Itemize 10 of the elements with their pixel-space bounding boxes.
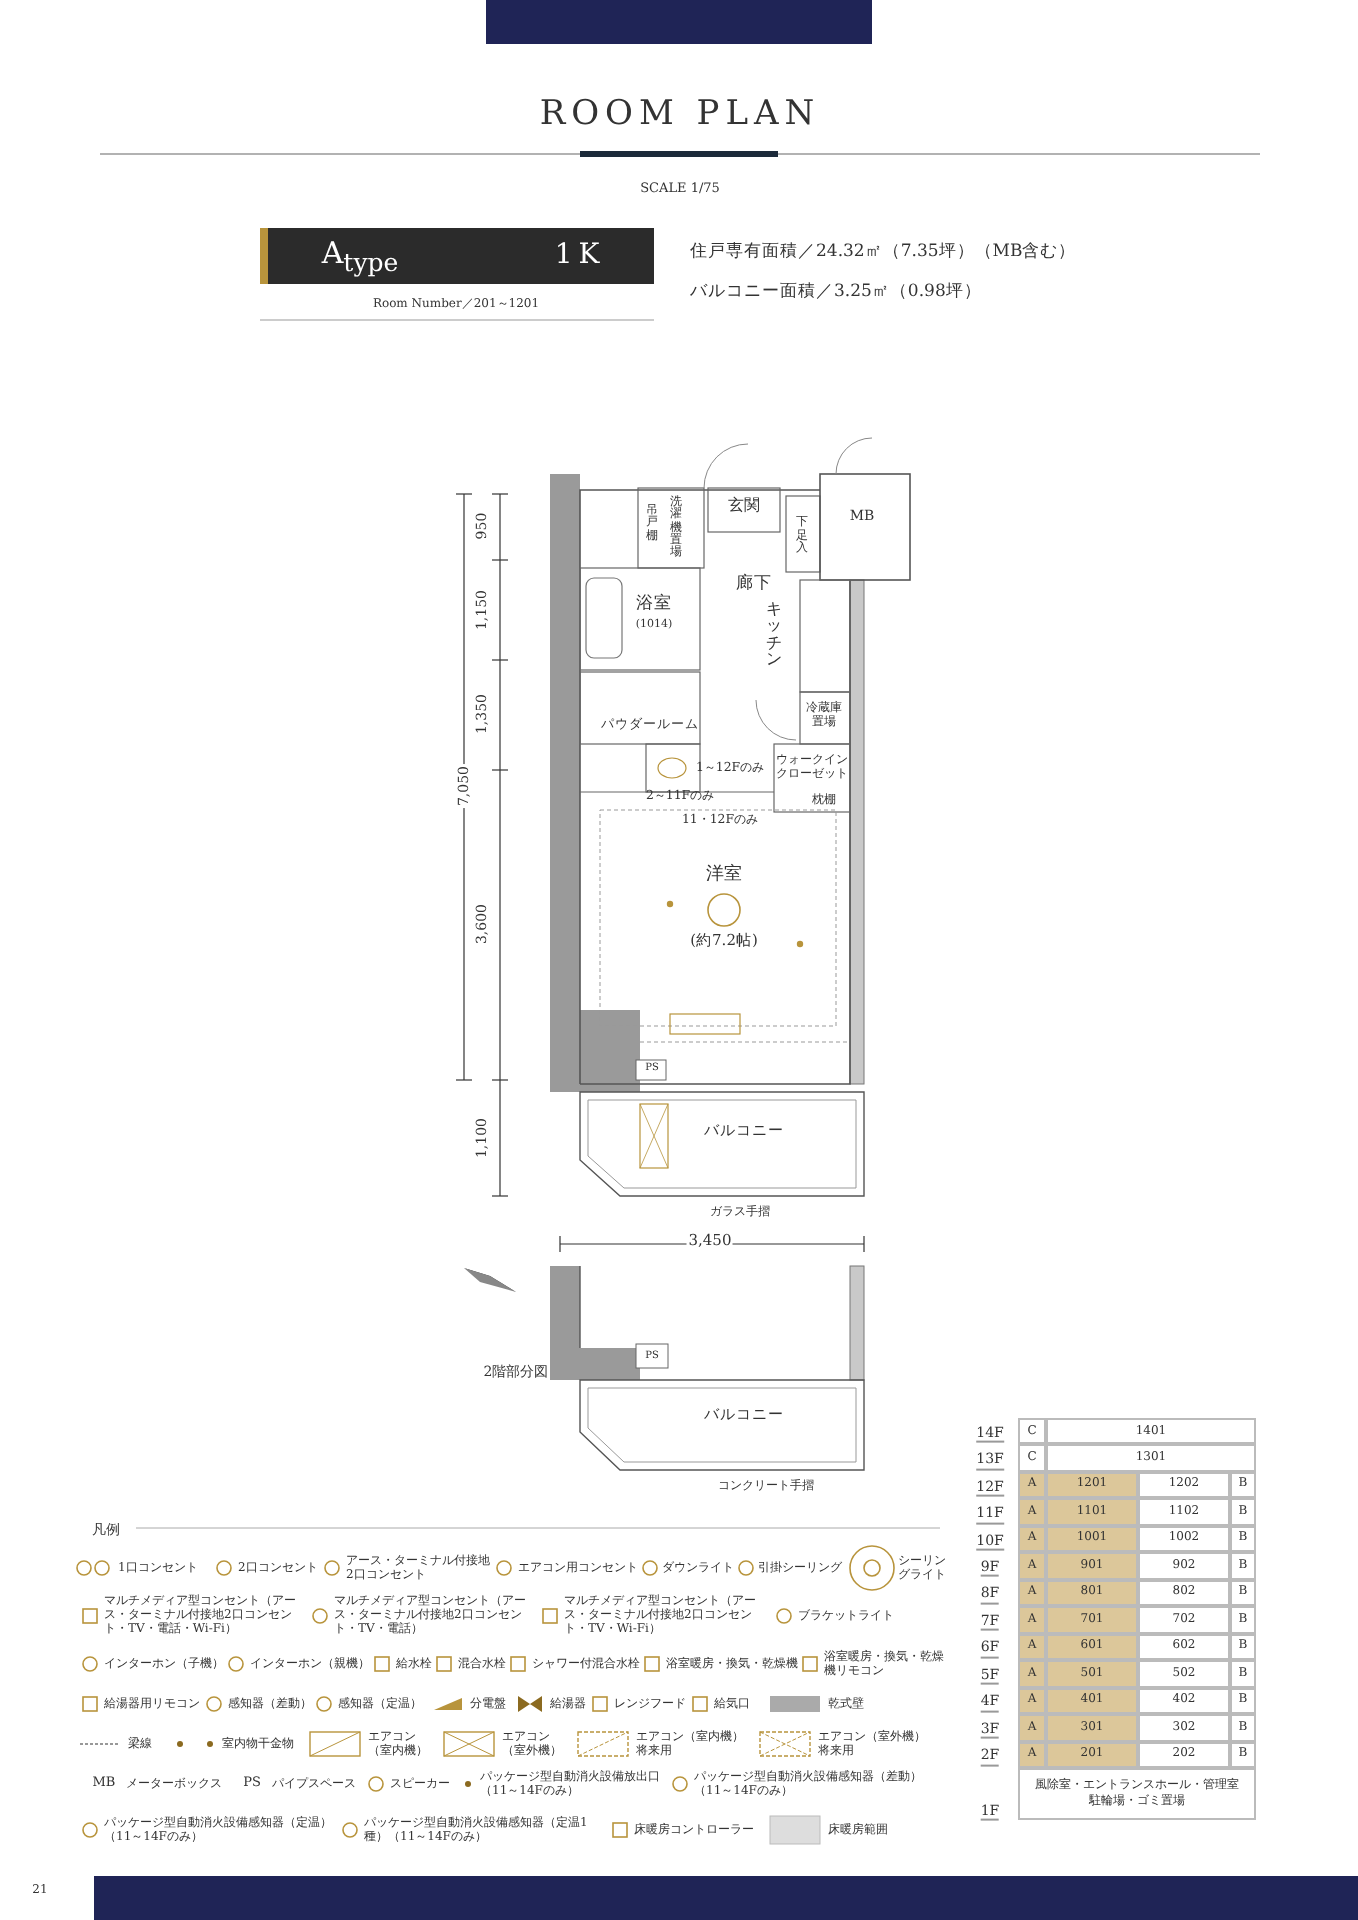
room-label: キッチン: [765, 602, 783, 670]
area-text: バルコニー面積／3.25㎡（0.98坪）: [690, 281, 982, 303]
room-label: 洋室: [706, 865, 742, 887]
page-title: ROOM PLAN: [539, 93, 821, 135]
type-name: A$_{type}$: [321, 235, 399, 277]
layout-name: 1K: [554, 239, 606, 273]
room-label: 浴室: [636, 593, 672, 615]
room-label: 玄関: [728, 496, 760, 516]
area-text: 住戸専有面積／24.32㎡（7.35坪）（MB含む）: [690, 241, 1077, 263]
room-label: 廊下: [736, 573, 772, 595]
